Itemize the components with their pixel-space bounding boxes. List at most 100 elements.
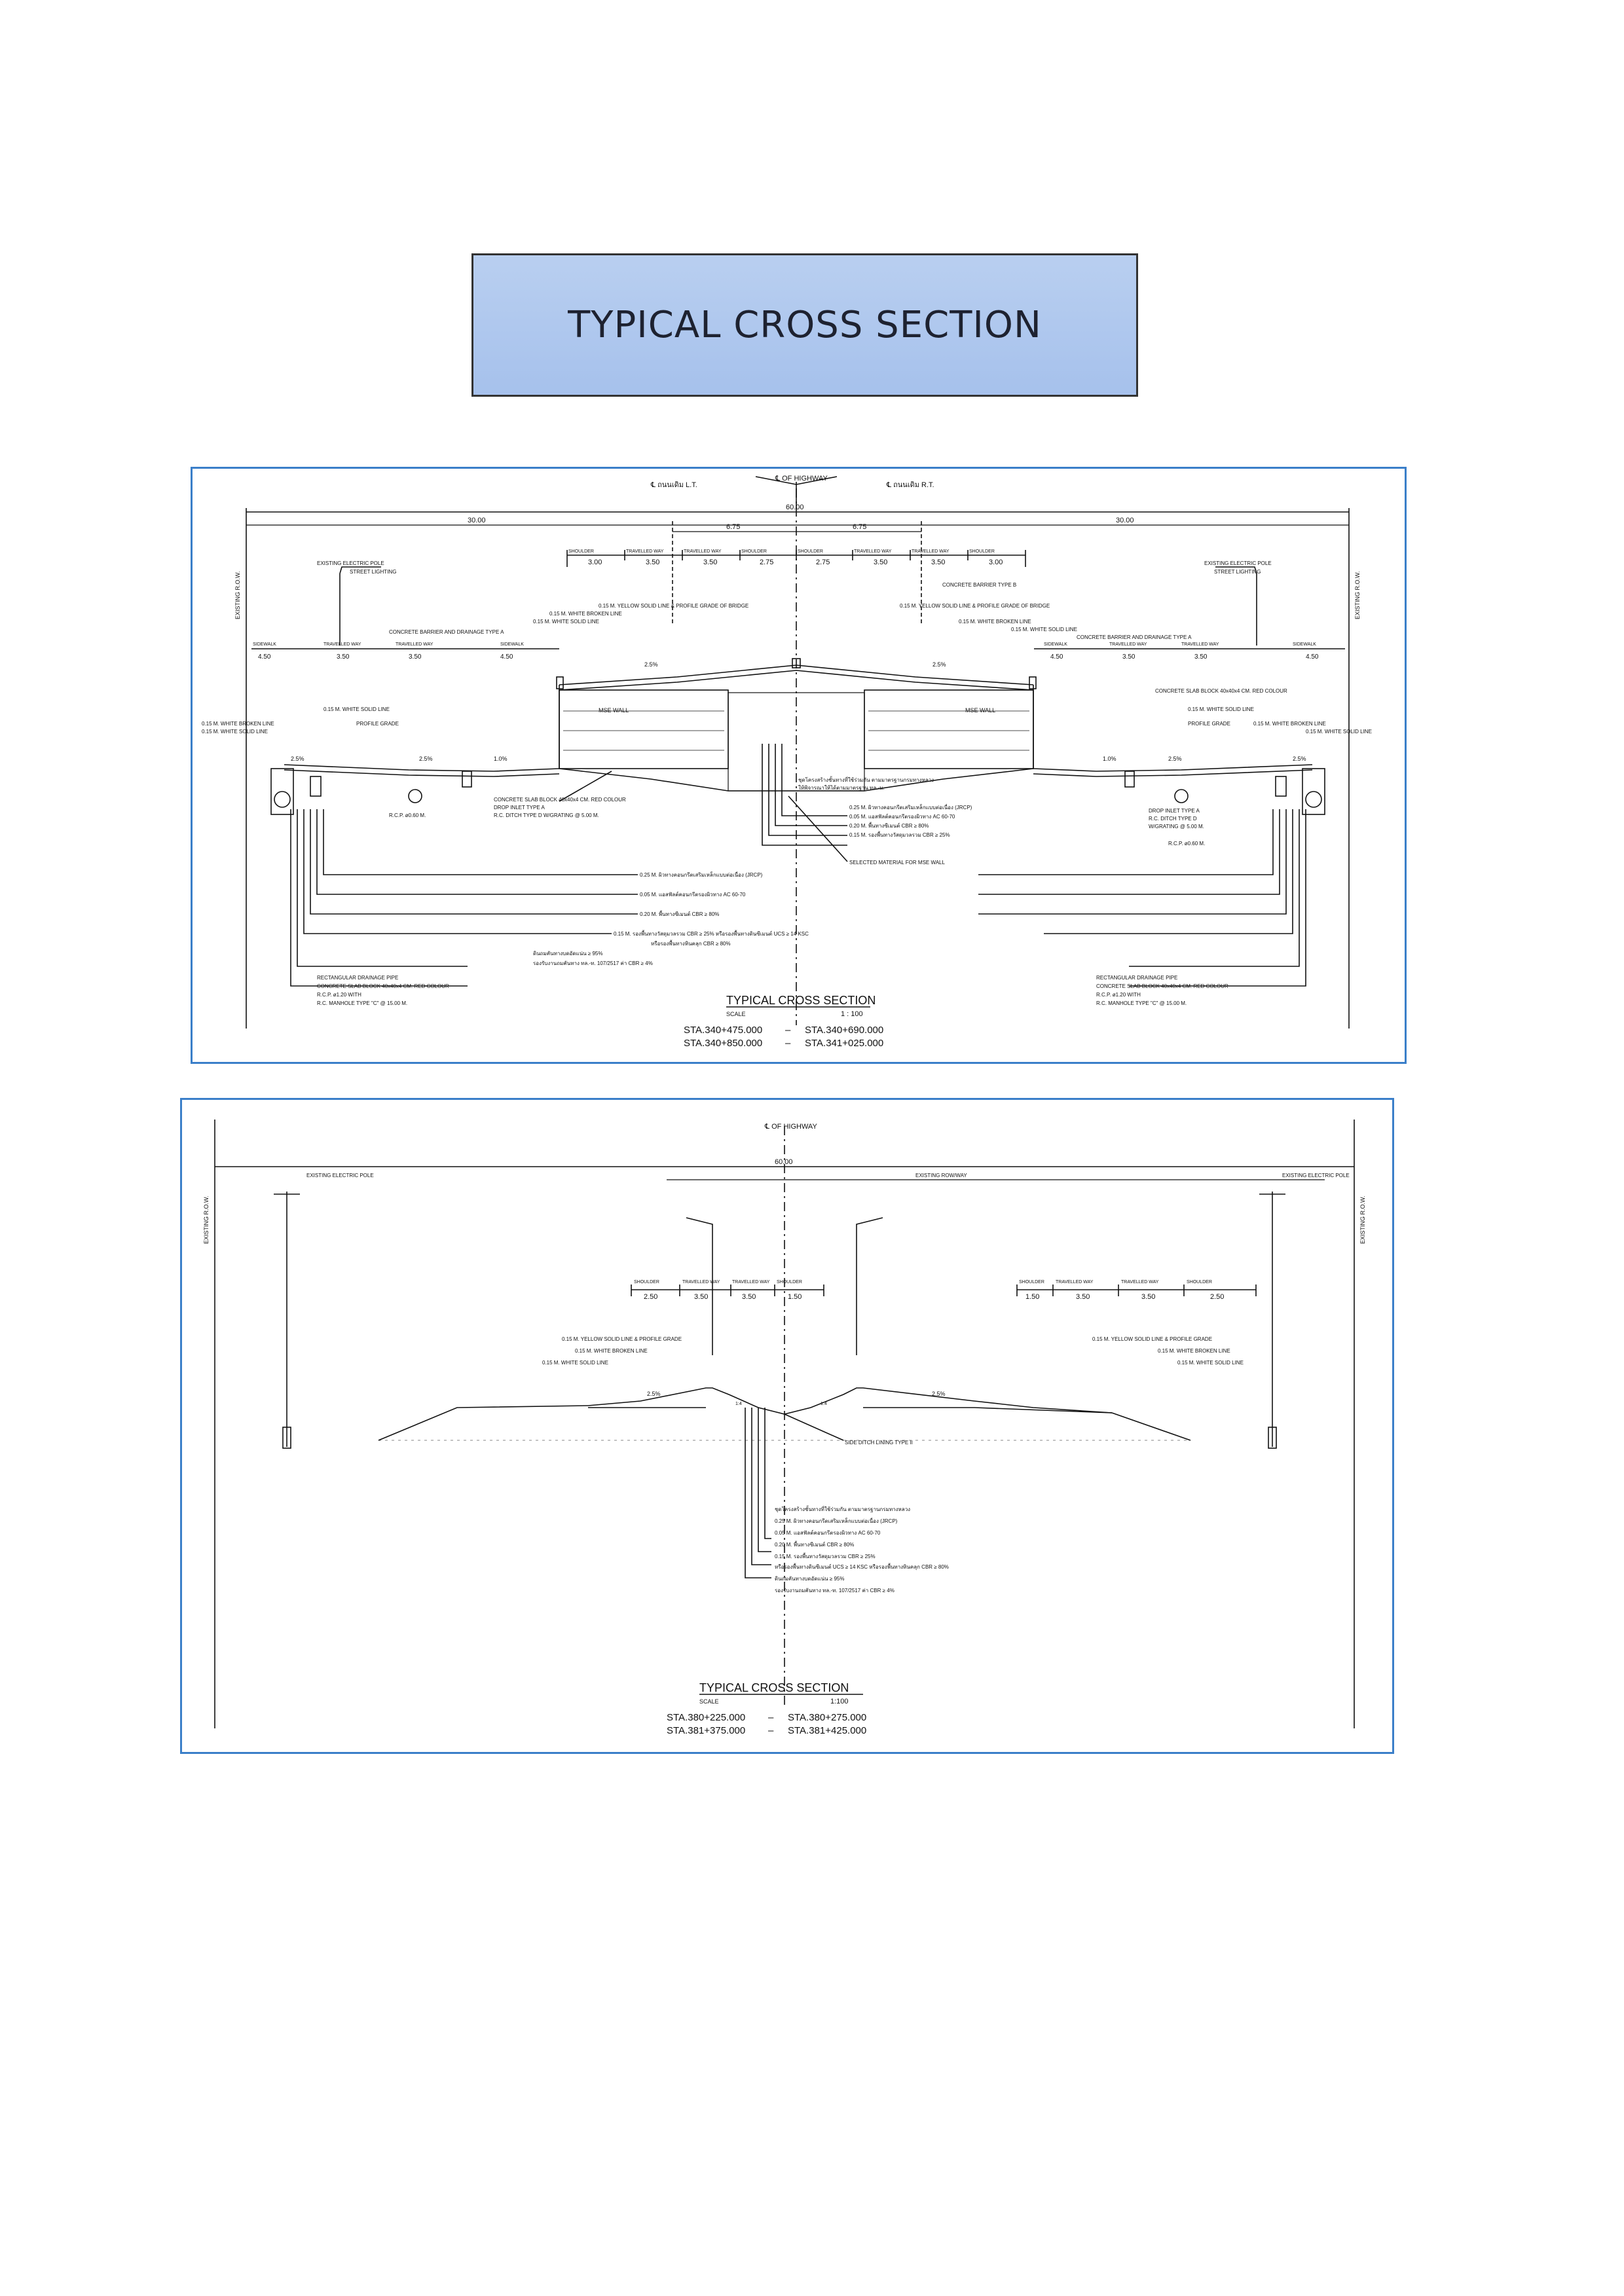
note-left: R.C. DITCH TYPE D W/GRATING @ 5.00 M. [494,812,599,818]
layer-note-center: ชุดโครงสร้างชั้นทางที่ใช้ร่วมกัน ตามมาตร… [798,776,934,783]
lane-head: TRAVELLED WAY [626,549,664,554]
title-banner: TYPICAL CROSS SECTION [471,253,1138,397]
note-left: STREET LIGHTING [350,569,396,575]
note-right: R.C.P. ø0.60 M. [1168,841,1205,847]
lane-head-left: SHOULDER [777,1280,802,1285]
lane-head: TRAVELLED WAY [854,549,892,554]
note-left: 0.15 M. WHITE SOLID LINE [323,706,390,712]
note-left: CONCRETE BARRIER AND DRAINAGE TYPE A [389,629,504,635]
slope-label: 2.5% [932,661,946,668]
lane-head-left: SHOULDER [634,1280,659,1285]
dim-row-width: 60.00 [786,503,804,511]
label-existing-cl-right: ℄ ถนนเดิม R.T. [886,481,934,489]
layer-note: 0.20 M. พื้นทางซีเมนต์ CBR ≥ 80% [775,1540,854,1548]
layer-note: 0.05 M. แอสฟัลต์คอนกรีตรองผิวทาง AC 60-7… [775,1529,881,1536]
lane-width: 3.50 [646,558,659,566]
mse-wall-right [864,689,1034,769]
label-existing-pole-left: EXISTING ELECTRIC POLE [306,1173,374,1178]
slope-label: 2.5% [1293,756,1306,762]
lane-width: 2.75 [816,558,830,566]
section-2-caption: TYPICAL CROSS SECTION [699,1681,849,1694]
lane-width-right: 3.50 [1076,1293,1090,1301]
layer-note-bottom: รองรับงานถมคันทาง ทล.-ท. 107/2517 ค่า CB… [533,960,653,966]
note-right: PROFILE GRADE [1188,721,1230,727]
note-right: 0.15 M. WHITE BROKEN LINE [959,619,1031,625]
lane-width: 3.00 [588,558,602,566]
bottom-left-note: R.C. MANHOLE TYPE "C" @ 15.00 M. [317,1000,407,1006]
lane-width: 3.50 [703,558,717,566]
cross-section-panel-1: ℄ ถนนเดิม L.T. ℄ OF HIGHWAY ℄ ถนนเดิม R.… [191,467,1407,1064]
lane-width: 2.75 [760,558,773,566]
lane-head-left: TRAVELLED WAY [682,1280,720,1285]
dim-half-left: 30.00 [468,517,486,524]
label-highway-cl: ℄ OF HIGHWAY [764,1123,817,1131]
note-right: 0.15 M. WHITE BROKEN LINE [1158,1348,1230,1354]
lane-head: SHOULDER [969,549,995,554]
note-left: 0.15 M. WHITE SOLID LINE [533,619,599,625]
slope-label: 2.5% [644,661,658,668]
layer-note-bottom: 0.25 M. ผิวทางคอนกรีตเสริมเหล็กแบบต่อเนื… [640,871,763,878]
note-right: 0.15 M. WHITE SOLID LINE [1306,729,1372,735]
layer-note-center: 0.15 M. รองพื้นทางวัสดุมวลรวม CBR ≥ 25% [849,831,950,838]
lane-head: TRAVELLED WAY [912,549,950,554]
note-right: 0.15 M. WHITE SOLID LINE [1177,1360,1244,1366]
bottom-left-note: CONCRETE SLAB BLOCK 40x40x4 CM. RED COLO… [317,983,449,989]
layer-note: หรือรองพื้นทางดินซีเมนต์ UCS ≥ 14 KSC หร… [775,1563,949,1570]
side-head-right: TRAVELLED WAY [1181,642,1219,647]
side-width-right: 3.50 [1122,653,1135,661]
station-1b: STA.340+690.000 [805,1025,883,1036]
lane-head-right: SHOULDER [1019,1280,1044,1285]
layer-note-bottom: หรือรองพื้นทางหินคลุก CBR ≥ 80% [651,939,731,947]
note-right: 0.15 M. WHITE SOLID LINE [1188,706,1254,712]
dim-row-width: 60.00 [775,1158,793,1166]
mse-wall-left [559,689,729,769]
note-right: 0.15 M. WHITE SOLID LINE [1011,627,1077,632]
layer-note-center: 0.05 M. แอสฟัลต์คอนกรีตรองผิวทาง AC 60-7… [849,813,955,820]
cross-section-drawing-1: ℄ ถนนเดิม L.T. ℄ OF HIGHWAY ℄ ถนนเดิม R.… [202,475,1372,1049]
slope-label: 2.5% [932,1391,946,1397]
scale-label: SCALE [699,1698,719,1705]
station-1a: STA.380+225.000 [667,1712,745,1723]
note-left: EXISTING ELECTRIC POLE [317,560,384,566]
label-existing-pole-right: EXISTING ELECTRIC POLE [1282,1173,1350,1178]
note-right: DROP INLET TYPE A [1149,808,1200,814]
bottom-left-note: R.C.P. ø1.20 WITH [317,992,361,998]
note-right: R.C. DITCH TYPE D [1149,816,1197,822]
note-left: 0.15 M. WHITE SOLID LINE [542,1360,608,1366]
dim-half-right: 30.00 [1116,517,1134,524]
note-left: R.C.P. ø0.60 M. [389,812,426,818]
bottom-right-note: CONCRETE SLAB BLOCK 40x40x4 CM. RED COLO… [1096,983,1228,989]
station-dash: – [768,1712,774,1723]
bottom-right-note: RECTANGULAR DRAINAGE PIPE [1096,975,1177,981]
note-left: CONCRETE SLAB BLOCK 40x40x4 CM. RED COLO… [494,797,626,803]
station-1b: STA.380+275.000 [788,1712,866,1723]
note-right: EXISTING ELECTRIC POLE [1204,560,1272,566]
note-left: 0.15 M. WHITE BROKEN LINE [202,721,274,727]
note-left: DROP INLET TYPE A [494,805,545,811]
note-right: W/GRATING @ 5.00 M. [1149,824,1204,829]
note-right: 0.15 M. YELLOW SOLID LINE & PROFILE GRAD… [900,603,1050,609]
drainage-pipe-left [270,768,294,815]
lane-width-left: 2.50 [644,1293,657,1301]
note-right: STREET LIGHTING [1214,569,1261,575]
slope-label: 2.5% [1168,756,1182,762]
lane-width: 3.50 [931,558,945,566]
side-width-left: 4.50 [500,653,513,661]
bottom-left-note: RECTANGULAR DRAINAGE PIPE [317,975,398,981]
lane-head-right: TRAVELLED WAY [1056,1280,1094,1285]
note-right: CONCRETE BARRIER AND DRAINAGE TYPE A [1077,634,1192,640]
station-1a: STA.340+475.000 [684,1025,762,1036]
note-right: 0.15 M. YELLOW SOLID LINE & PROFILE GRAD… [1092,1336,1212,1342]
note-left: 0.15 M. WHITE SOLID LINE [202,729,268,735]
layer-note-bottom: 0.05 M. แอสฟัลต์คอนกรีตรองผิวทาง AC 60-7… [640,891,746,898]
lane-head-right: TRAVELLED WAY [1121,1280,1159,1285]
lane-head: SHOULDER [568,549,594,554]
side-width-right: 4.50 [1050,653,1063,661]
side-width-left: 3.50 [409,653,422,661]
side-slope-label: 1:4 [735,1402,742,1406]
slope-label: 1.0% [1103,756,1116,762]
label-highway-cl: ℄ OF HIGHWAY [775,475,828,483]
side-head-left: TRAVELLED WAY [396,642,434,647]
side-head-right: TRAVELLED WAY [1109,642,1147,647]
layer-note: 0.25 M. ผิวทางคอนกรีตเสริมเหล็กแบบต่อเนื… [775,1517,898,1524]
